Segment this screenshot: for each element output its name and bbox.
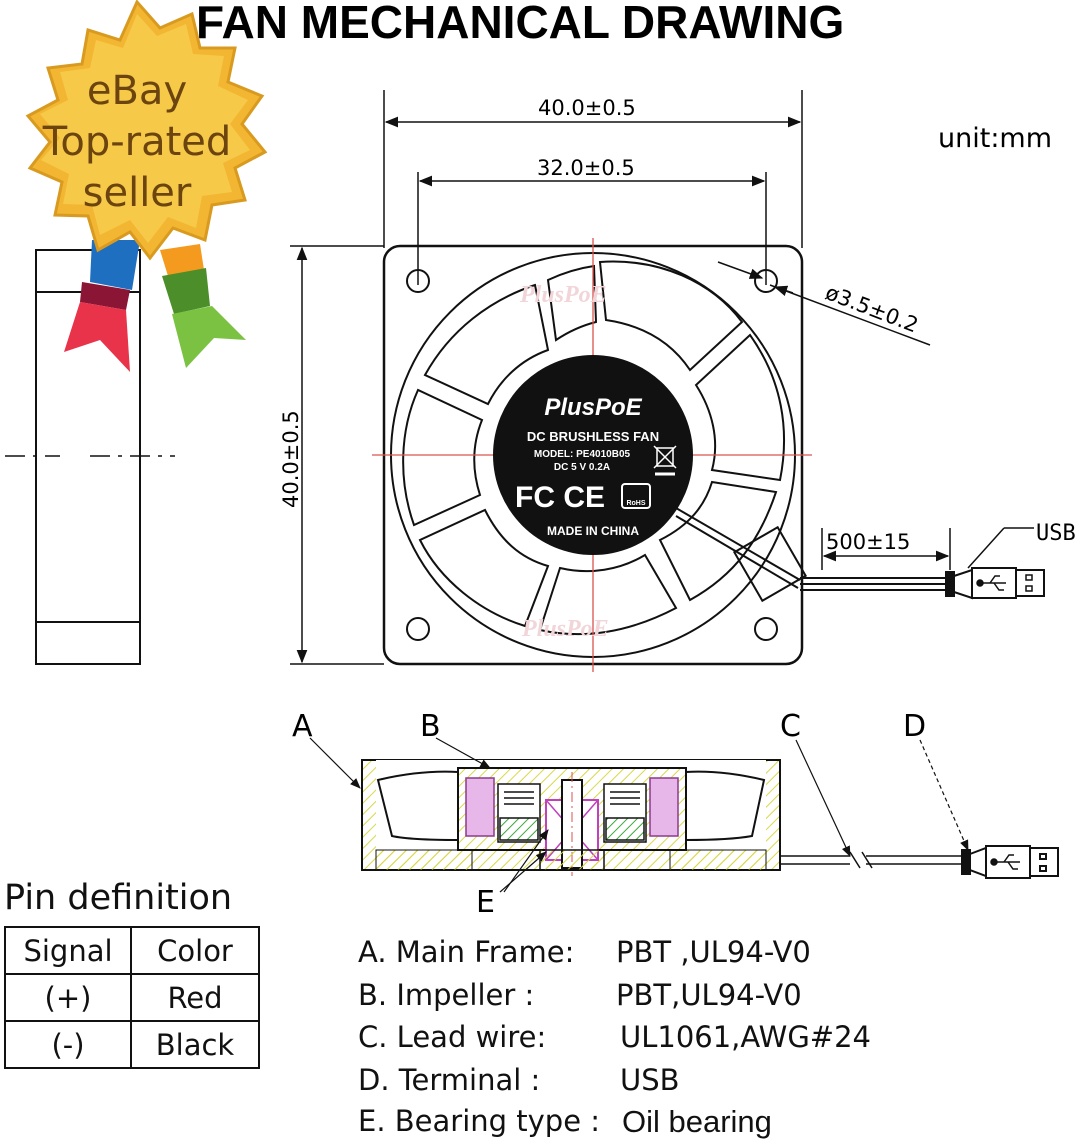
pin-signal: (-) <box>4 1020 132 1069</box>
height-dimension: 40.0±0.5 <box>279 410 303 508</box>
hub-marks: FC CE <box>515 481 605 514</box>
spec-label: C. Lead wire: <box>358 1020 547 1054</box>
hub-line3: DC 5 V 0.2A <box>554 462 610 473</box>
unit-label: unit:mm <box>938 123 1052 154</box>
pitch-dimension: 32.0±0.5 <box>537 156 635 180</box>
pin-color: Black <box>130 1020 260 1069</box>
width-dimension: 40.0±0.5 <box>538 96 636 120</box>
spec-value: UL1061,AWG#24 <box>620 1020 872 1054</box>
rohs-icon: RoHS <box>621 483 651 509</box>
section-label-e: E <box>476 885 495 920</box>
pin-signal: (+) <box>4 973 132 1022</box>
section-label-c: C <box>780 709 801 744</box>
hole-diameter-dimension: ø3.5±0.2 <box>822 280 921 337</box>
cable-dimension: 500±15 <box>826 530 910 554</box>
spec-label: E. Bearing type : <box>358 1104 601 1138</box>
spec-value: PBT,UL94-V0 <box>616 978 802 1012</box>
section-view: A B C D E <box>292 709 1059 920</box>
usb-plug-section <box>961 845 1059 879</box>
table-header-row: Signal Color <box>4 926 260 975</box>
hub-origin: MADE IN CHINA <box>547 524 639 538</box>
spec-value: USB <box>620 1063 680 1097</box>
badge-ribbons <box>64 240 246 372</box>
badge-star <box>25 0 268 261</box>
badge-line1: eBay <box>87 68 187 114</box>
section-label-a: A <box>292 709 313 744</box>
pin-color: Red <box>130 973 260 1022</box>
table-row: (+) Red <box>4 973 260 1022</box>
front-view: 40.0±0.5 32.0±0.5 40.0±0.5 ø3.5±0.2 <box>279 90 1076 672</box>
ebay-top-rated-badge: eBay Top-rated seller <box>25 0 268 372</box>
usb-plug <box>945 567 1045 600</box>
section-label-b: B <box>420 709 441 744</box>
header-signal: Signal <box>4 926 132 975</box>
spec-label: A. Main Frame: <box>358 935 575 969</box>
watermark-bottom: PlusPoE <box>521 616 609 642</box>
badge-line3: seller <box>83 170 192 216</box>
hub-line1: DC BRUSHLESS FAN <box>527 429 659 444</box>
drawing-title: FAN MECHANICAL DRAWING <box>196 0 844 48</box>
section-label-d: D <box>903 709 926 744</box>
fan-blades <box>402 260 785 636</box>
header-color: Color <box>130 926 260 975</box>
hub-brand: PlusPoE <box>544 394 642 421</box>
watermark-top: PlusPoE <box>519 282 607 308</box>
pin-definition-table: Signal Color (+) Red (-) Black <box>4 926 260 1069</box>
fan-hub <box>493 355 693 555</box>
weee-bin-icon <box>653 445 677 476</box>
hub-line2: MODEL: PE4010B05 <box>534 449 631 460</box>
side-view <box>5 249 175 665</box>
usb-icon-section <box>990 854 1020 870</box>
pin-definition-title: Pin definition <box>4 878 233 918</box>
spec-value: PBT ,UL94-V0 <box>616 935 811 969</box>
spec-value: Oil bearing <box>622 1104 772 1139</box>
usb-icon <box>976 574 1033 592</box>
usb-callout: USB <box>1036 521 1076 546</box>
svg-text:RoHS: RoHS <box>626 500 645 507</box>
spec-label: D. Terminal : <box>358 1063 541 1097</box>
spec-label: B. Impeller : <box>358 978 535 1012</box>
table-row: (-) Black <box>4 1020 260 1069</box>
lead-wire <box>675 507 950 603</box>
badge-line2: Top-rated <box>42 119 232 165</box>
